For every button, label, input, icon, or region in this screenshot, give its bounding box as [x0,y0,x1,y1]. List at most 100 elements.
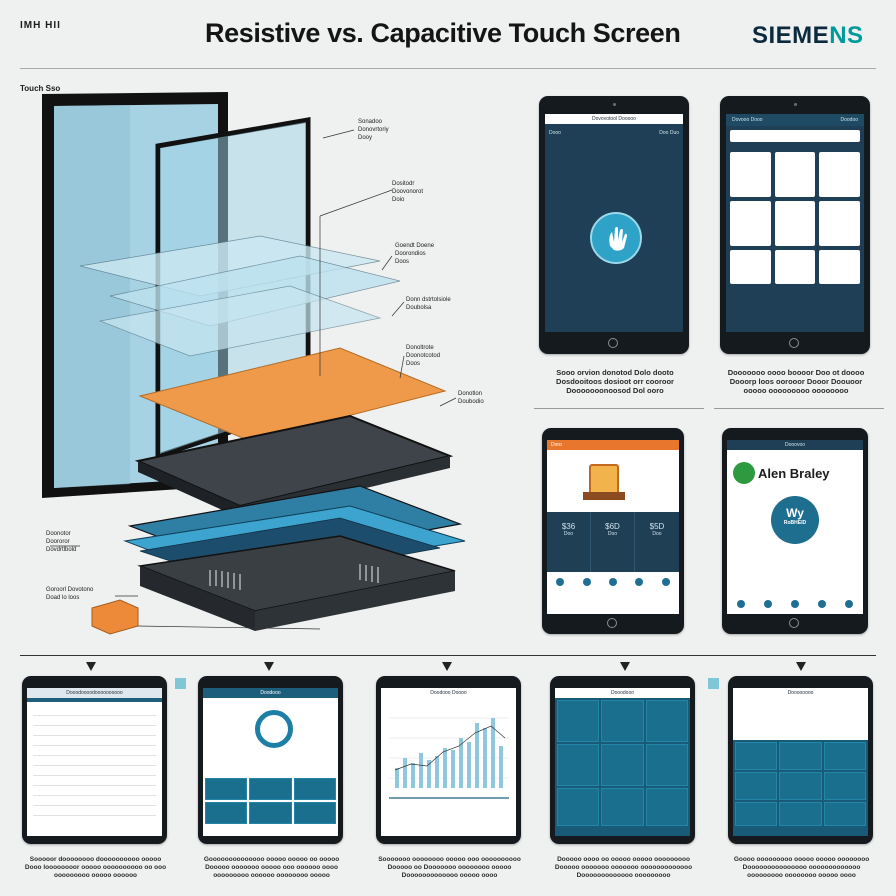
arrow-icon [620,662,630,671]
brand-logo: SIEMENS [752,22,864,49]
layer-label-4: Donn dstrtolsiole Doubolsa [406,297,451,311]
home-button[interactable] [608,338,618,348]
gauge-icon [255,710,293,748]
device-header: Dovovotool Dooooo [545,114,683,124]
control-tile[interactable] [779,802,822,826]
device-capacitive: Dovooo Dooo Doodoo [720,96,870,354]
orange-layer [138,347,447,442]
control-tile[interactable] [557,700,600,742]
control-tile[interactable] [823,802,866,826]
list-item[interactable] [33,796,156,806]
vendor-logo: Alen Braley [727,450,863,488]
list-item[interactable] [33,776,156,786]
app-tile[interactable] [730,152,771,197]
control-tile[interactable] [779,742,822,770]
header-mark: IMH HII [20,20,61,31]
app-tile[interactable] [774,152,816,197]
list-item[interactable] [33,786,156,796]
home-button[interactable] [789,338,799,348]
control-tile[interactable] [735,742,778,770]
device-header: Dooovoo [727,440,863,450]
control-tile[interactable] [205,778,248,800]
control-tile[interactable] [779,772,822,800]
list-item[interactable] [33,766,156,776]
control-tile[interactable] [601,744,644,786]
bottom-caption-3: Sooooooo oooooooo ooooo ooo oooooooooo D… [378,856,521,879]
app-tile[interactable] [774,201,816,246]
nav-icon[interactable] [661,578,670,586]
layer-label-5: Donoltrote Doonotcotod Doos [406,345,441,367]
control-tile[interactable] [601,700,644,742]
bottom-caption-1: Sooooor doooooooo doooooooooo ooooo Dooo… [24,856,167,879]
nav-icon[interactable] [608,578,617,586]
layer-label-7: Doonotor Doororor Dovdrtlbold [46,531,77,553]
bottom-device-gauge: Doodooo [198,676,343,844]
nav-icon[interactable] [763,600,772,608]
control-tile[interactable] [557,788,600,826]
bottom-device-list: Dooodoooodoooooooooo [22,676,167,844]
nav-icon[interactable] [818,600,827,608]
control-tile[interactable] [735,772,778,800]
control-tile[interactable] [735,802,778,826]
control-tile[interactable] [293,778,336,800]
arrow-icon [442,662,452,671]
touch-hand-icon[interactable] [590,212,642,264]
control-tile[interactable] [557,744,600,786]
app-tile[interactable] [730,201,771,246]
list-item[interactable] [33,736,156,746]
layer-label-2: Dositodr Doovonorot Doio [392,181,424,203]
list-item[interactable] [33,716,156,726]
list-item[interactable] [33,746,156,756]
bottom-device-chart: Doodooo Doooo [376,676,521,844]
app-tile[interactable] [819,152,860,197]
home-button[interactable] [789,618,799,628]
glass-layer-3 [98,285,382,357]
list-item[interactable] [33,726,156,736]
control-tile[interactable] [823,772,866,800]
list-item[interactable] [33,706,156,716]
control-tile[interactable] [645,700,688,742]
bar-chart-graphic [389,717,509,799]
nav-icon[interactable] [845,600,854,608]
layer-label-8: Goroorl Dovotono Doad lo loos [46,587,94,601]
banner-area [733,698,868,740]
bottom-caption-2: Goooooooooooooo ooooo ooooo oo ooooo Doo… [203,856,340,879]
control-tile[interactable] [823,742,866,770]
chip-component [91,599,139,635]
device-header: Doooooooo [733,688,868,698]
arrow-icon [796,662,806,671]
app-tile[interactable] [819,201,860,246]
device-header: Doodooo Doooo [381,688,516,698]
nav-icon[interactable] [556,578,565,586]
layer-label-6: Donotlon Doubodio [458,391,484,405]
nav-icon[interactable] [582,578,591,586]
marker-square [708,678,719,689]
list-item[interactable] [33,806,156,816]
nav-icon[interactable] [635,578,644,586]
control-tile[interactable] [249,778,292,800]
app-tile[interactable] [774,250,816,284]
arrow-icon [86,662,96,671]
stat-value: $5D [649,522,665,531]
device-header: Dooodooo [555,688,690,698]
list-item[interactable] [33,756,156,766]
layer-label-3: Goendt Doene Doorondios Doos [395,243,435,265]
nav-icon[interactable] [790,600,799,608]
control-tile[interactable] [645,744,688,786]
control-tile[interactable] [205,802,248,824]
arrow-icon [264,662,274,671]
bottom-caption-4: Dooooo oooo oo ooooo ooooo ooooooooo Doo… [554,856,693,879]
sub-left: Dooo [549,130,561,136]
nav-icon[interactable] [736,600,745,608]
app-tile[interactable] [730,250,771,284]
control-tile[interactable] [249,802,292,824]
bottom-caption-5: Goooo ooooooooo ooooo ooooo oooooooo Doo… [733,856,870,879]
control-tile[interactable] [645,788,688,826]
control-tile[interactable] [601,788,644,826]
home-button[interactable] [607,618,617,628]
device-header: Doodooo [203,688,338,698]
app-tile[interactable] [819,250,860,284]
machine-graphic [547,450,679,512]
control-tile[interactable] [293,802,336,824]
